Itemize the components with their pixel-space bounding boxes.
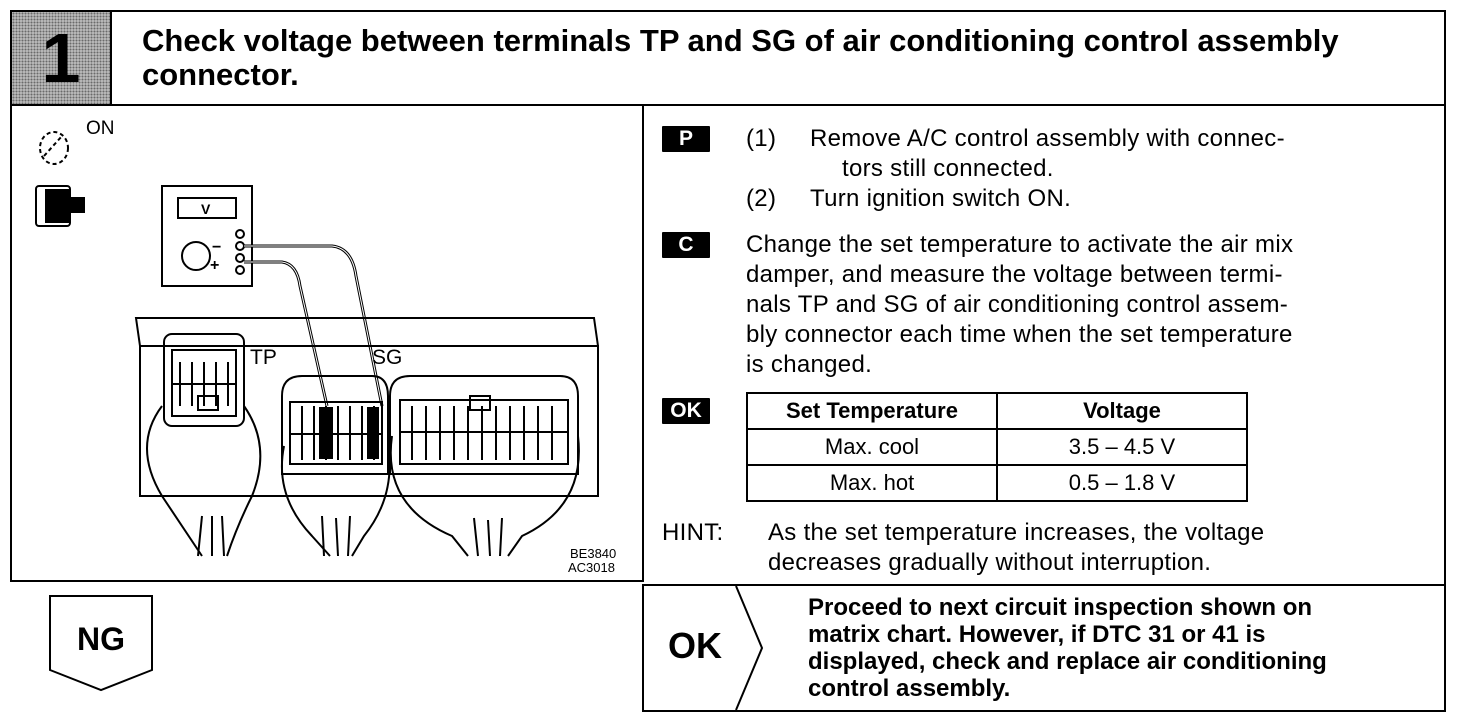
ok-arrow-divider: [735, 586, 764, 710]
check-line-3: nals TP and SG of air conditioning contr…: [746, 291, 1289, 318]
check-line-5: is changed.: [746, 351, 873, 378]
table-header-row: Set Temperature Voltage: [746, 392, 1248, 430]
prepare-badge: P: [662, 126, 710, 152]
wiring-diagram-panel: ON V − + TP SG BE3840 AC3018: [10, 106, 644, 582]
ok-line-1: Proceed to next circuit inspection shown…: [808, 594, 1313, 621]
ok-badge: OK: [662, 398, 710, 424]
step1-number: (1): [746, 125, 777, 152]
step-number: 1: [41, 19, 81, 97]
check-badge: C: [662, 232, 710, 258]
meter-unit-label: V: [201, 201, 211, 217]
ng-result-box: NG: [49, 595, 153, 692]
terminal-sg-label: SG: [372, 346, 402, 369]
table-row: Max. cool 3.5 – 4.5 V: [746, 428, 1248, 466]
step2-number: (2): [746, 185, 777, 212]
table-cell: 0.5 – 1.8 V: [996, 464, 1248, 502]
table-header-cell: Voltage: [996, 392, 1248, 430]
table-cell: Max. hot: [746, 464, 998, 502]
hint-line1: As the set temperature increases, the vo…: [768, 519, 1265, 546]
step-header: 1 Check voltage between terminals TP and…: [10, 10, 1446, 106]
table-cell: 3.5 – 4.5 V: [996, 428, 1248, 466]
hint-label: HINT:: [662, 519, 724, 546]
meter-minus-label: −: [212, 239, 221, 256]
tp-connector: [163, 333, 245, 427]
ok-line-2: matrix chart. However, if DTC 31 or 41 i…: [808, 621, 1266, 648]
procedure-panel: P (1) Remove A/C control assembly with c…: [642, 106, 1446, 584]
ng-label: NG: [77, 621, 125, 657]
large-connector: [389, 375, 579, 475]
connector-diagram: ON V − + TP SG BE3840 AC3018: [35, 118, 616, 575]
check-line-4: bly connector each time when the set tem…: [746, 321, 1293, 348]
table-row: Max. hot 0.5 – 1.8 V: [746, 464, 1248, 502]
check-line-2: damper, and measure the voltage between …: [746, 261, 1283, 288]
step1-line1: Remove A/C control assembly with connec-: [810, 125, 1285, 152]
ignition-key-icon: [39, 131, 69, 165]
step-number-box: 1: [12, 12, 112, 104]
step2-text: Turn ignition switch ON.: [810, 185, 1072, 212]
wiring-harness: [146, 405, 580, 557]
sg-connector: [281, 375, 389, 475]
table-cell: Max. cool: [746, 428, 998, 466]
ok-result-box: OK Proceed to next circuit inspection sh…: [642, 584, 1446, 712]
hint-line2: decreases gradually without interruption…: [768, 549, 1212, 576]
terminal-tp-label: TP: [250, 346, 277, 369]
voltmeter-icon: [161, 185, 253, 287]
ok-line-3: displayed, check and replace air conditi…: [808, 648, 1327, 675]
meter-plus-label: +: [210, 257, 219, 274]
ok-instructions: Proceed to next circuit inspection shown…: [808, 594, 1448, 702]
ok-line-4: control assembly.: [808, 675, 1011, 702]
voltage-spec-table: Set Temperature Voltage Max. cool 3.5 – …: [746, 392, 1248, 502]
step-title: Check voltage between terminals TP and S…: [142, 23, 1339, 92]
check-line-1: Change the set temperature to activate t…: [746, 231, 1294, 258]
connector-symbol-icon: [35, 185, 85, 227]
reference-code-2: AC3018: [568, 560, 615, 575]
reference-code-1: BE3840: [570, 546, 616, 561]
ignition-on-label: ON: [86, 118, 115, 139]
ok-label: OK: [668, 625, 722, 666]
step1-line2: tors still connected.: [842, 155, 1054, 182]
table-header-cell: Set Temperature: [746, 392, 998, 430]
